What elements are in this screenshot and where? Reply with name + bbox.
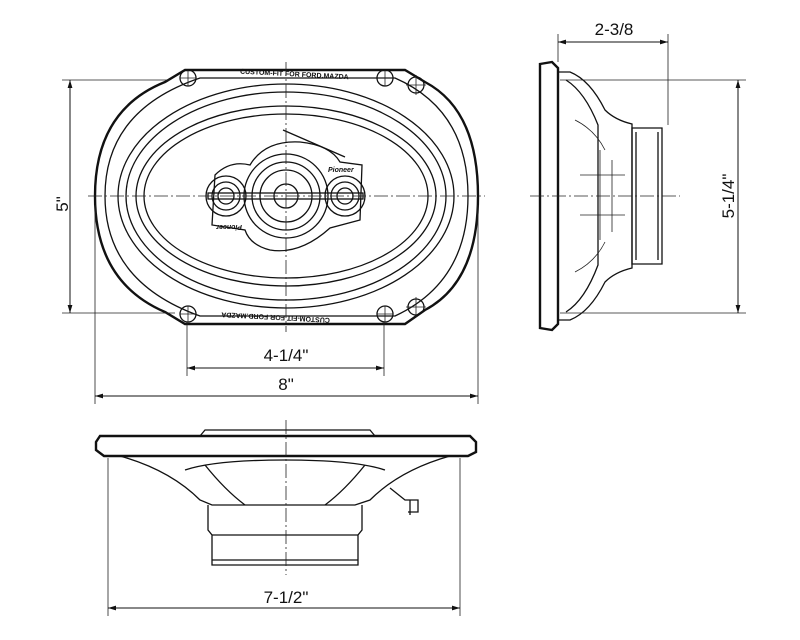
pioneer-logo-bottom: Pioneer (215, 223, 242, 230)
bottom-basket (119, 455, 451, 506)
bottom-view (94, 420, 478, 575)
bottom-flange (94, 434, 478, 458)
dim-width-7-1-2in: 7-1/2" (264, 588, 309, 607)
bottom-terminal (389, 487, 419, 515)
bottom-dimensions: 7-1/2" (107, 458, 461, 616)
mounting-hole-top-left (179, 69, 197, 87)
side-dimensions: 2-3/8 5-1/4" (557, 20, 746, 314)
dim-depth-2-3-8: 2-3/8 (595, 20, 634, 39)
pioneer-logo-top: Pioneer (328, 167, 355, 174)
front-dimensions: 5" 4-1/4" 8" (53, 79, 479, 404)
dim-height-5in: 5" (53, 196, 72, 212)
bottom-magnet (207, 505, 363, 566)
dim-width-8in: 8" (278, 375, 294, 394)
side-view (530, 60, 680, 332)
front-inner-frame (104, 77, 469, 317)
frame-label-bottom: CUSTOM-FIT FOR FORD.MAZDA (221, 310, 330, 323)
mounting-hole-bottom-left (179, 305, 197, 323)
front-outer-frame (93, 68, 480, 326)
mounting-hole-top-right (376, 69, 426, 95)
side-magnet (631, 127, 663, 265)
mounting-hole-bottom-right (376, 297, 426, 323)
side-flange (538, 60, 560, 332)
tweeter-assembly: Pioneer Pioneer (205, 129, 366, 252)
front-view: CUSTOM-FIT FOR FORD.MAZDA CUSTOM-FIT FOR… (88, 62, 485, 332)
dim-height-5-1-4in: 5-1/4" (719, 174, 738, 219)
dim-hole-spacing-4-1-4in: 4-1/4" (264, 346, 309, 365)
